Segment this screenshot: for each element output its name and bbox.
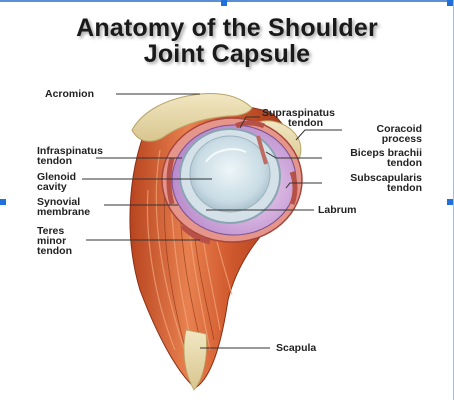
selection-frame-top xyxy=(0,0,454,2)
label-biceps-brachii-tendon: Biceps brachii tendon xyxy=(350,147,422,169)
label-acromion: Acromion xyxy=(45,88,95,100)
label-supraspinatus-tendon: Supraspinatus tendon xyxy=(262,107,335,129)
label-teres-minor-tendon: Teres minor tendon xyxy=(37,225,72,257)
scapula-tip xyxy=(183,329,207,391)
label-coracoid-process: Coracoid process xyxy=(376,123,422,145)
glenoid-cavity xyxy=(189,135,271,213)
resize-handle-right[interactable] xyxy=(447,199,453,205)
resize-handle-left[interactable] xyxy=(0,199,6,205)
label-subscapularis-tendon: Subscapularis tendon xyxy=(350,172,422,194)
acromion-bone xyxy=(131,93,253,142)
label-labrum: Labrum xyxy=(318,204,357,216)
label-synovial-membrane: Synovial membrane xyxy=(37,196,91,218)
label-glenoid-cavity: Glenoid cavity xyxy=(37,171,77,193)
biceps-tendon xyxy=(256,135,268,165)
title-line-1: Anatomy of the Shoulder xyxy=(76,14,378,42)
resize-handle-top-right[interactable] xyxy=(447,0,453,6)
label-scapula: Scapula xyxy=(276,342,317,354)
label-infraspinatus-tendon: Infraspinatus tendon xyxy=(37,145,103,167)
leader-lines xyxy=(82,93,342,349)
title-line-2: Joint Capsule xyxy=(143,40,311,68)
resize-handle-top[interactable] xyxy=(221,0,227,6)
